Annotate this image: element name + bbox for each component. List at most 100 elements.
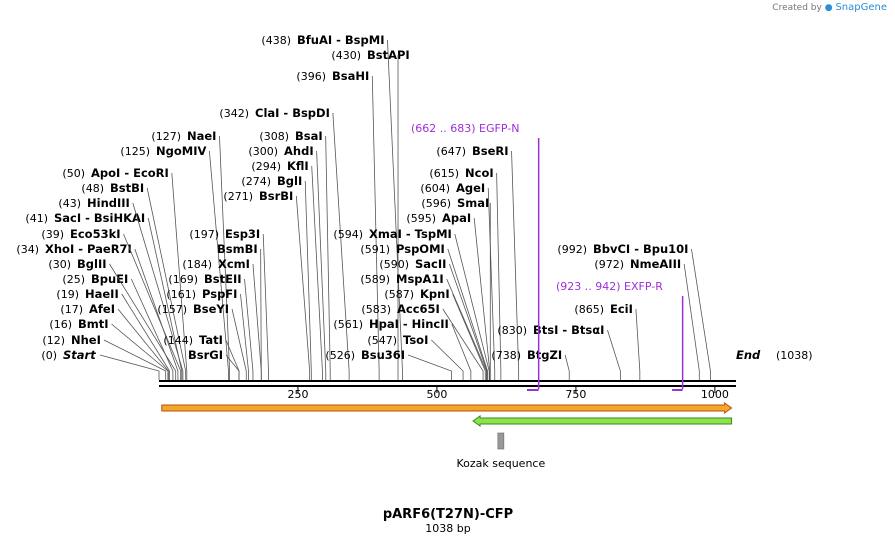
- site-leader-line: [240, 293, 249, 380]
- site-position: (19): [56, 288, 79, 301]
- site-name: ApaI: [442, 211, 471, 225]
- site-position: (547): [367, 334, 397, 347]
- site-labels: (12)NheI(16)BmtI(17)AfeI(19)HaeII(25)Bpu…: [16, 33, 813, 380]
- site-leader-line: [447, 248, 488, 380]
- site-position: (604): [420, 182, 450, 195]
- site-position: (300): [248, 145, 278, 158]
- site-name: HindIII: [87, 196, 130, 210]
- feature-662-683-egfp-n: (662 .. 683) EGFP-N: [411, 122, 540, 391]
- site-leader-line: [147, 217, 183, 380]
- site-leader-line: [442, 308, 484, 380]
- site-position: (48): [81, 182, 104, 195]
- site-position: (169): [168, 273, 198, 286]
- snapgene-logo-icon: ●: [824, 3, 833, 13]
- site-bsai: (308) BsaI: [259, 129, 331, 380]
- site-acc65i: (583)Acc65I: [361, 302, 484, 380]
- site-name: BbvCI - Bpu10I: [593, 242, 688, 256]
- site-leader-line: [564, 354, 570, 380]
- site-leader-line: [225, 354, 240, 380]
- site-leader-line: [311, 165, 323, 380]
- site-leader-line: [304, 180, 312, 380]
- site-position: (587): [384, 288, 414, 301]
- site-bsahi: (396)BsaHI: [296, 69, 380, 380]
- feature-923-942-exfp-r: (923 .. 942) EXFP-R: [556, 280, 684, 391]
- site-naei: (127) NaeI: [151, 129, 230, 380]
- site-bseri: (647)BseRI: [436, 144, 520, 380]
- site-xcmi: (184)XcmI: [182, 257, 262, 380]
- site-position: (615): [429, 167, 459, 180]
- site-position: (274): [241, 175, 271, 188]
- site-leader-line: [387, 39, 403, 380]
- end-position: (1038): [776, 349, 813, 362]
- site-position: (583): [361, 303, 391, 316]
- site-leader-line: [208, 150, 229, 380]
- site-name: MspA1I: [396, 272, 444, 286]
- site-leader-line: [130, 278, 174, 380]
- site-position: (561): [333, 318, 363, 331]
- site-ecii: (865) EciI: [574, 302, 641, 380]
- site-xhoi-paer7i: (34)XhoI - PaeR7I: [16, 242, 179, 380]
- site-name: XcmI: [218, 257, 250, 271]
- site-name: TsoI: [403, 333, 428, 347]
- site-bbvci-bpu10i: (992)BbvCI - Bpu10I: [557, 242, 711, 380]
- site-name: EciI: [610, 302, 633, 316]
- site-name: BseRI: [472, 144, 509, 158]
- site-name: HpaI - HincII: [369, 317, 449, 331]
- site-position: (590): [379, 258, 409, 271]
- site-ncoi: (615)NcoI: [429, 166, 502, 380]
- feature-label: (923 .. 942) EXFP-R: [556, 280, 663, 293]
- site-name: BtsI - BtsαI: [533, 323, 604, 337]
- site-name: NaeI: [187, 129, 216, 143]
- site-leader-line: [316, 150, 327, 380]
- site-position: (308): [259, 130, 289, 143]
- site-bsmbi: BsmBI: [217, 242, 262, 380]
- site-name: TatI: [199, 333, 223, 347]
- site-leader-line: [446, 278, 487, 380]
- site-hindiii: (43)HindIII: [58, 196, 184, 380]
- site-name: BglI: [277, 174, 302, 188]
- site-bsrgi: BsrGI: [188, 348, 240, 380]
- site-position: (865): [574, 303, 604, 316]
- site-name: BstEII: [204, 272, 242, 286]
- site-position: (438): [261, 34, 291, 47]
- site-position: (157): [157, 303, 187, 316]
- feature-arrow-forward: [161, 402, 733, 414]
- site-name: HaeII: [85, 287, 119, 301]
- site-leader-line: [452, 293, 486, 380]
- site-apoi-ecori: (50) ApoI - EcoRI: [62, 166, 188, 380]
- site-position: (34): [16, 243, 39, 256]
- end-name: End: [736, 348, 761, 362]
- site-leader-line: [371, 75, 380, 380]
- feature-arrow-reverse: [472, 415, 733, 427]
- end-label: End (1038): [736, 348, 813, 362]
- site-bseyi: (157)BseYI: [157, 302, 247, 380]
- map-title: pARF6(T27N)-CFP: [383, 507, 513, 522]
- site-name: PspOMI: [396, 242, 445, 256]
- site-position: (127): [151, 130, 181, 143]
- site-position: (12): [42, 334, 65, 347]
- map-length: 1038 bp: [425, 522, 470, 535]
- site-name: BsaI: [295, 129, 323, 143]
- site-leader-line: [111, 323, 169, 380]
- site-leader-line: [691, 248, 711, 380]
- site-leader-line: [262, 233, 269, 380]
- site-name: SmaI: [457, 196, 489, 210]
- site-btgzi: (738)BtgZI: [491, 348, 570, 380]
- site-leader-line: [496, 172, 502, 380]
- site-bmti: (16)BmtI: [49, 317, 169, 380]
- site-name: BmtI: [78, 317, 109, 331]
- feature-label: (662 .. 683) EGFP-N: [411, 122, 519, 135]
- site-name: ApoI - EcoRI: [91, 166, 169, 180]
- site-name: BsaHI: [332, 69, 369, 83]
- site-name: NgoMIV: [156, 144, 206, 158]
- site-position: (271): [223, 190, 253, 203]
- site-name: NheI: [71, 333, 101, 347]
- site-position: (50): [62, 167, 85, 180]
- tick-label-500: 500: [426, 388, 447, 401]
- site-pspomi: (591)PspOMI: [360, 242, 488, 380]
- features: (662 .. 683) EGFP-N (923 .. 942) EXFP-R: [411, 122, 684, 391]
- site-smai: (596)SmaI: [421, 196, 491, 380]
- site-saci-bsihkai: (41)SacI - BsiHKAI: [25, 211, 183, 380]
- site-btsi-bts-i: (830)BtsI - BtsαI: [497, 323, 621, 380]
- kozak-label: Kozak sequence: [456, 457, 545, 470]
